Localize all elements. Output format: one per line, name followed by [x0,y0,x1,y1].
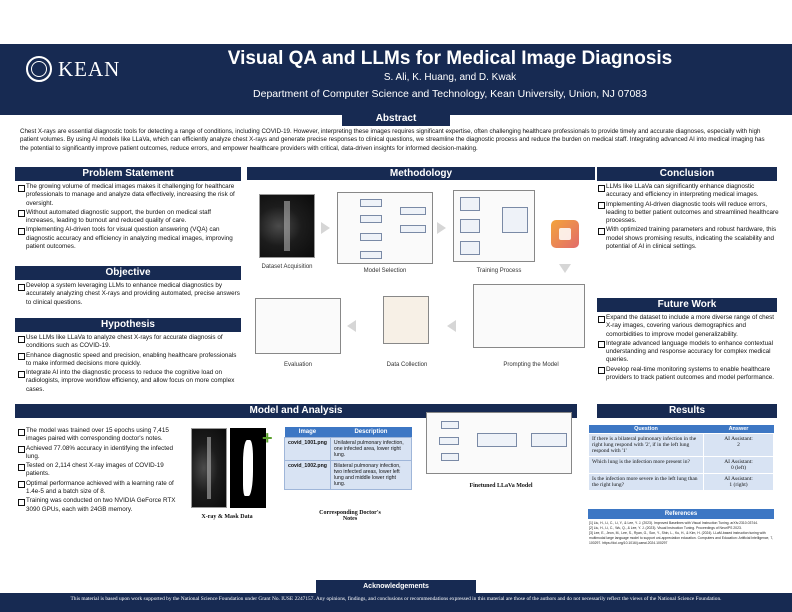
reference-item: [1] Liu, H., Li, C., Li, Y., & Lee, Y. J… [589,521,758,525]
list-item: The model was trained over 15 epochs usi… [18,427,188,444]
table-cell: Is the infection more severe in the left… [588,473,704,491]
list-item: Training was conducted on two NVIDIA GeF… [18,497,188,514]
model-label: Model Selection [363,268,407,274]
logo-text: KEAN [58,56,121,81]
table-cell: AI Assistant: 1 (right) [703,473,774,491]
objective-list: Develop a system leveraging LLMs to enha… [18,282,240,308]
table-header: Answer [703,425,774,434]
list-item: With optimized training parameters and r… [598,226,780,251]
list-item: Implementing AI-driven tools for visual … [18,226,240,251]
list-item: Without automated diagnostic support, th… [18,209,240,226]
collection-label: Data Collection [386,362,428,368]
list-item: Integrate AI into the diagnostic process… [18,369,240,394]
table-cell: covid_1001.png [284,437,331,461]
methodology-diagram: Dataset Acquisition Model Selection Trai… [247,180,595,372]
poster-authors: S. Ali, K. Huang, and D. Kwak [383,72,517,83]
results-heading: Results [597,404,777,418]
model-diagram [337,192,433,264]
list-item: Integrate advanced language models to en… [598,340,780,365]
ai-chip-icon [551,220,579,248]
table-header: Image [284,427,331,438]
poster-affiliation: Department of Computer Science and Techn… [253,88,647,100]
list-item: The growing volume of medical images mak… [18,183,240,208]
plus-icon: + [262,428,273,448]
kean-logo: KEAN [26,56,120,82]
llava-model-diagram [426,412,572,474]
list-item: Tested on 2,114 chest X-ray images of CO… [18,462,188,479]
reference-item: [3] Lee, E., Jeon, M., Lee, S., Ryan, G.… [589,531,774,545]
prompting-image [473,284,585,348]
arrow-right-icon [321,222,330,234]
arrow-right-icon [437,222,446,234]
evaluation-table-image [255,298,341,354]
list-item: Implementing AI-driven diagnostic tools … [598,201,780,226]
table-row: Which lung is the infection more present… [588,456,774,474]
methodology-heading: Methodology [247,167,595,181]
list-item: Use LLMs like LLaVa to analyze chest X-r… [18,334,240,351]
data-collection-image [383,296,429,344]
results-table: Question Answer If there is a bilateral … [588,425,774,491]
table-cell: AI Assistant: 2 [703,433,774,457]
references-list: [1] Liu, H., Li, C., Li, Y., & Lee, Y. J… [589,521,775,546]
objective-heading: Objective [15,266,241,280]
doctor-notes-table: Image Description covid_1001.png Unilate… [284,427,413,490]
xray-mask-caption: X-ray & Mask Data [201,514,253,520]
future-work-list: Expand the dataset to include a more div… [598,314,780,383]
abstract-heading: Abstract [342,112,450,126]
list-item: Achieved 77.08% accuracy in identifying … [18,445,188,462]
list-item: Develop real-time monitoring systems to … [598,366,780,383]
arrow-left-icon [447,320,456,332]
table-row: Is the infection more severe in the left… [588,473,774,491]
acknowledgements-text: This material is based upon work support… [0,593,792,612]
list-item: Enhance diagnostic speed and precision, … [18,352,240,369]
hypothesis-list: Use LLMs like LLaVa to analyze chest X-r… [18,334,240,395]
training-label: Training Process [476,268,522,274]
prompting-label: Prompting the Model [503,362,559,368]
dataset-xray-image [259,194,315,258]
evaluation-label: Evaluation [283,362,313,368]
table-cell: covid_1002.png [284,460,331,490]
acknowledgements-heading: Acknowledgements [316,580,476,593]
dataset-label: Dataset Acquisition [261,264,313,270]
hypothesis-heading: Hypothesis [15,318,241,332]
table-row: covid_1002.png Bilateral pulmonary infec… [284,460,413,490]
conclusion-list: LLMs like LLaVa can significantly enhanc… [598,183,780,252]
list-item: LLMs like LLaVa can significantly enhanc… [598,183,780,200]
sample-mask-image [230,428,266,508]
arrow-down-icon [559,264,571,273]
reference-item: [2] Liu, H., Li, C., Wu, Q., & Lee, Y. J… [589,526,742,530]
table-cell: Bilateral pulmonary infection, two infec… [329,460,413,490]
training-diagram [453,190,535,262]
references-heading: References [588,509,774,519]
table-cell: AI Assistant: 0 (left) [703,456,774,474]
model-analysis-list: The model was trained over 15 epochs usi… [18,427,188,515]
table-header: Description [330,427,412,438]
problem-heading: Problem Statement [15,167,241,181]
future-work-heading: Future Work [597,298,777,312]
seal-icon [26,56,52,82]
table-row: covid_1001.png Unilateral pulmonary infe… [284,437,413,461]
doctor-notes-caption: Corresponding Doctor's Notes [319,510,381,522]
table-cell: Unilateral pulmonary infection, one infe… [329,437,413,461]
table-cell: If there is a bilateral pulmonary infect… [588,433,704,457]
poster-title: Visual QA and LLMs for Medical Image Dia… [227,48,673,69]
table-header: Question [588,425,704,434]
poster-header: KEAN Visual QA and LLMs for Medical Imag… [0,0,792,115]
conclusion-heading: Conclusion [597,167,777,181]
list-item: Optimal performance achieved with a lear… [18,480,188,497]
abstract-text: Chest X-rays are essential diagnostic to… [20,128,765,152]
table-cell: Which lung is the infection more present… [588,456,704,474]
llava-caption: Finetuned LLaVa Model [469,483,533,489]
sample-xray-image [191,428,227,508]
table-row: If there is a bilateral pulmonary infect… [588,433,774,457]
list-item: Develop a system leveraging LLMs to enha… [18,282,240,307]
problem-list: The growing volume of medical images mak… [18,183,240,252]
list-item: Expand the dataset to include a more div… [598,314,780,339]
header-band [0,44,792,115]
arrow-left-icon [347,320,356,332]
